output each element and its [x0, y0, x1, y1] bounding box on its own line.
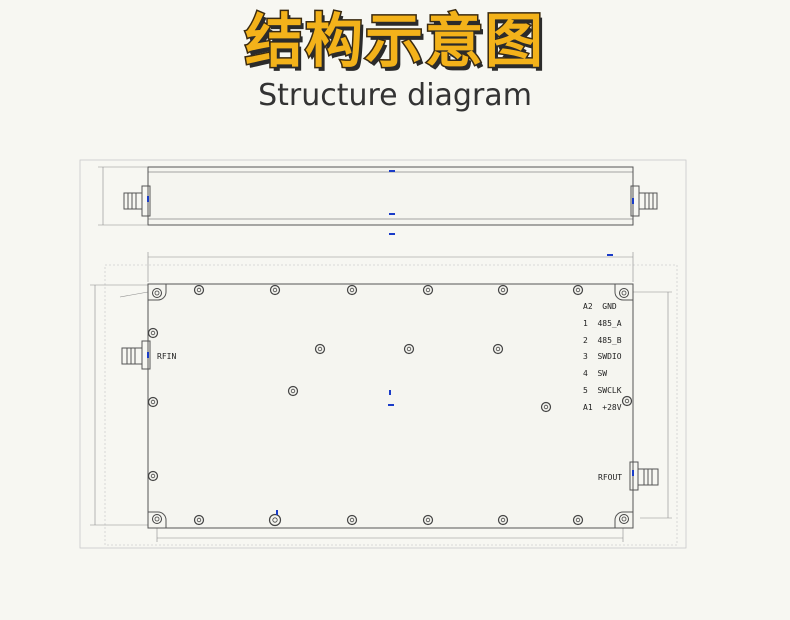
hole	[572, 284, 584, 296]
side-view-markers	[147, 170, 634, 235]
hole	[152, 514, 162, 524]
hole	[268, 513, 282, 527]
hole	[287, 385, 299, 397]
hole	[621, 395, 633, 407]
hole	[147, 470, 159, 482]
hole	[346, 284, 358, 296]
hole	[152, 288, 162, 298]
top-view-markers	[147, 254, 634, 515]
hole	[422, 284, 434, 296]
rf-out-label: RFOUT	[598, 473, 622, 482]
pin-list-item: 3 SWDIO	[583, 352, 622, 361]
hole	[147, 327, 159, 339]
hole	[422, 514, 434, 526]
hole	[619, 514, 629, 524]
hole	[147, 396, 159, 408]
hole	[540, 401, 552, 413]
side-view-frame	[79, 159, 687, 549]
pin-list-item: A2 GND	[583, 302, 617, 311]
hole	[619, 288, 629, 298]
rf-in-label: RFIN	[157, 352, 176, 361]
hole	[492, 343, 504, 355]
hole	[314, 343, 326, 355]
mounting-holes	[147, 284, 633, 527]
hole	[497, 284, 509, 296]
pin-list-item: 4 SW	[583, 369, 607, 378]
top-view-frame	[104, 264, 678, 546]
pin-list-item: 2 485_B	[583, 336, 622, 345]
pin-list-item: 5 SWCLK	[583, 386, 622, 395]
hole	[572, 514, 584, 526]
hole	[346, 514, 358, 526]
pin-list-item: 1 485_A	[583, 319, 622, 328]
top-view-dimensions	[90, 252, 672, 542]
hole	[193, 284, 205, 296]
pin-list: A2 GND 1 485_A 2 485_B 3 SWDIO 4 SW 5 SW…	[583, 302, 622, 412]
hole	[497, 514, 509, 526]
hole	[193, 514, 205, 526]
pin-list-item: A1 +28V	[583, 403, 622, 412]
title-chinese: 结构示意图	[243, 6, 545, 77]
side-view	[98, 166, 658, 226]
hole	[403, 343, 415, 355]
hole	[269, 284, 281, 296]
title-english: Structure diagram	[258, 78, 532, 113]
